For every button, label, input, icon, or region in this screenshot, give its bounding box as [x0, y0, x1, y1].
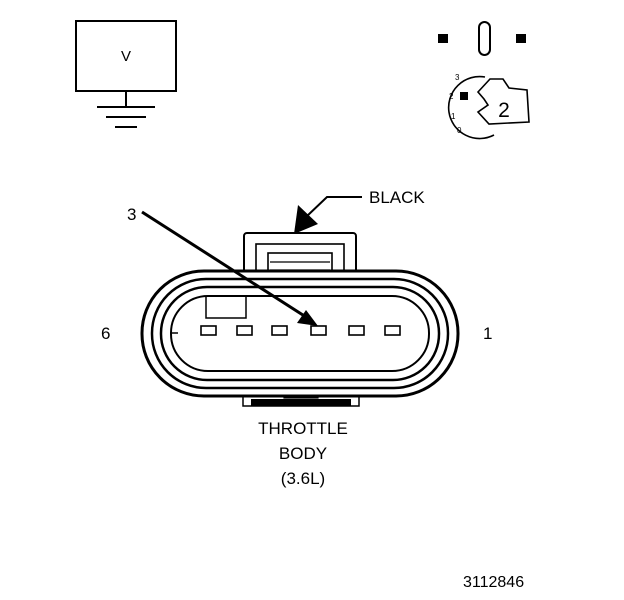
- selector-position-1: 1: [451, 112, 456, 121]
- ground-icon: [97, 91, 155, 128]
- figure-number: 3112846: [463, 574, 524, 591]
- caption-line-1: THROTTLE: [258, 419, 348, 438]
- terminal-cavity-6: [200, 325, 217, 336]
- terminal-cavity-3: [310, 325, 327, 336]
- pin-label: 3: [127, 205, 136, 224]
- selector-position-2: 2: [449, 92, 454, 101]
- terminal-cavity-1: [384, 325, 401, 336]
- caption-line-3: (3.6L): [281, 469, 325, 488]
- selector-setting: 2: [498, 99, 510, 122]
- throttle-body-connector: [140, 232, 460, 407]
- terminal-cavity-5: [236, 325, 253, 336]
- connector-key-notch: [205, 296, 247, 319]
- terminal-cavity-4: [271, 325, 288, 336]
- caption-line-2: BODY: [279, 444, 327, 463]
- right-end-pin-label: 1: [483, 324, 492, 343]
- voltmeter-label: V: [121, 48, 131, 65]
- terminal-cavities: [200, 325, 401, 336]
- color-leader: [294, 196, 362, 234]
- connector-caption: THROTTLE BODY (3.6L): [258, 419, 348, 488]
- terminal-cavity-2: [348, 325, 365, 336]
- meter-leads-icon: [438, 21, 526, 56]
- connector-color-label: BLACK: [369, 188, 425, 207]
- pin-leader: [141, 210, 318, 326]
- range-selector-knob-icon: 3 2 1 0 2: [447, 73, 530, 140]
- voltmeter-symbol: V: [75, 20, 177, 128]
- left-end-pin-label: 6: [101, 324, 110, 343]
- selector-position-3: 3: [455, 73, 460, 82]
